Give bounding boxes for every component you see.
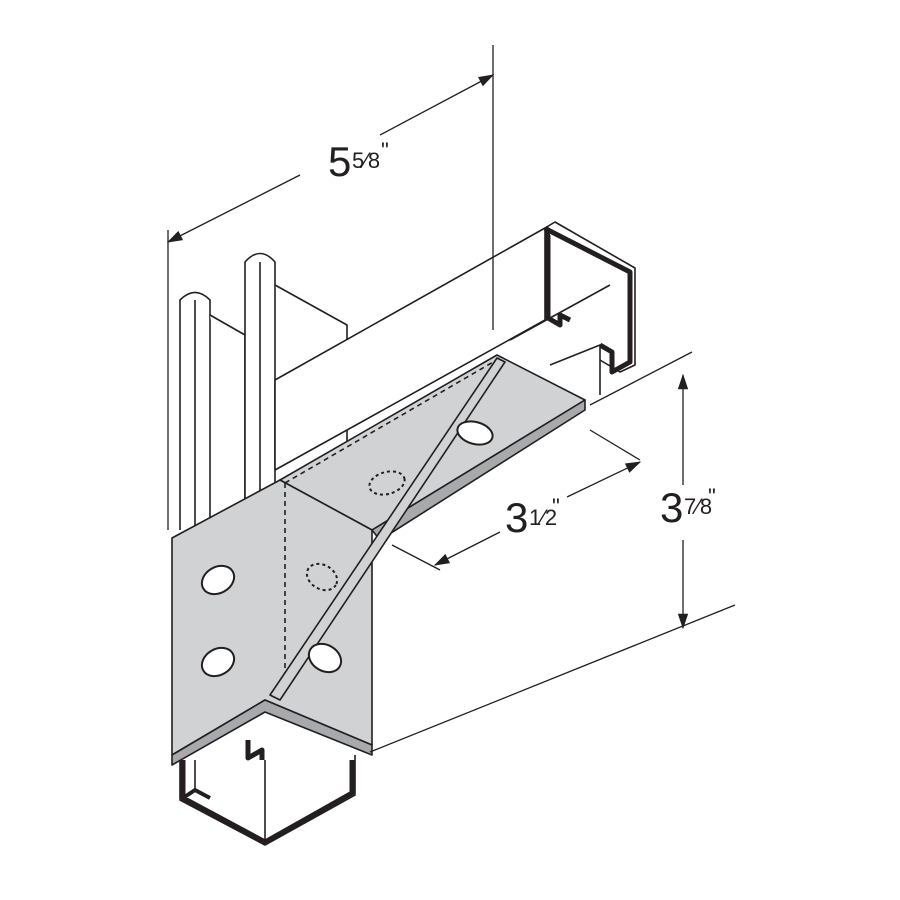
svg-text:5⁄8: 5⁄8 (352, 148, 380, 173)
svg-text:5: 5 (328, 138, 351, 185)
hole (200, 646, 236, 678)
svg-text:1⁄2: 1⁄2 (529, 505, 557, 530)
bracket-vertical-plate (171, 479, 373, 766)
mounting-holes (200, 420, 494, 678)
hidden-hole (305, 562, 339, 592)
hole (200, 564, 236, 596)
svg-text:7⁄8: 7⁄8 (684, 494, 712, 519)
hole (456, 420, 494, 446)
dimension-label-leg-length: 3 1⁄2 " (505, 494, 560, 541)
svg-text:": " (552, 494, 560, 519)
svg-text:": " (708, 484, 716, 509)
dimension-label-height: 3 7⁄8 " (660, 484, 716, 531)
svg-text:3: 3 (660, 484, 683, 531)
horizontal-channel (274, 221, 636, 471)
dimension-label-overall-length: 5 5⁄8 " (328, 138, 389, 185)
hidden-hole (368, 470, 406, 496)
hole (307, 642, 343, 674)
svg-text:": " (381, 138, 389, 163)
bottom-channel (179, 740, 356, 846)
dimension-lines (166, 45, 736, 753)
svg-text:3: 3 (505, 494, 528, 541)
gusset (269, 357, 506, 701)
